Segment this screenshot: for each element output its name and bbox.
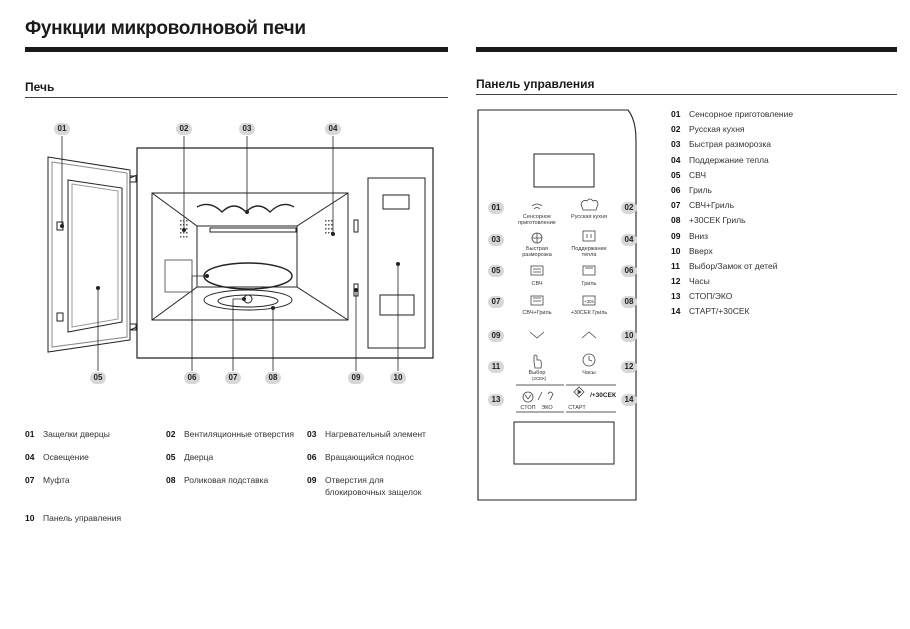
oven-section-rule xyxy=(25,97,448,98)
title-rule-right xyxy=(476,47,897,52)
panel-section-title: Панель управления xyxy=(476,77,595,91)
label-clock: Часы xyxy=(582,370,595,376)
oven-callout-07: 07 xyxy=(225,372,241,384)
label-keep-warm: Поддержание xyxy=(571,246,606,252)
panel-callout-12: 12 xyxy=(621,361,637,373)
panel-callout-07: 07 xyxy=(488,296,504,308)
title-rule-left xyxy=(25,47,448,52)
panel-callout-09: 09 xyxy=(488,330,504,342)
oven-callout-06: 06 xyxy=(184,372,200,384)
icon-30s: +30s xyxy=(584,299,595,304)
label-defrost-2: разморозка xyxy=(522,252,553,258)
label-defrost: Быстрая xyxy=(526,246,548,252)
label-select-3s: (3СЕК) xyxy=(532,376,547,381)
oven-section-title: Печь xyxy=(25,80,55,94)
label-sensor-cook: Сенсорное xyxy=(523,214,551,220)
oven-callout-09: 09 xyxy=(348,372,364,384)
oven-callout-01: 01 xyxy=(54,123,70,135)
oven-callout-03: 03 xyxy=(239,123,255,135)
panel-callout-01: 01 xyxy=(488,202,504,214)
label-microwave: СВЧ xyxy=(531,281,542,287)
panel-callout-10: 10 xyxy=(621,330,637,342)
panel-callout-04: 04 xyxy=(621,234,637,246)
label-russian-cuisine: Русская кухня xyxy=(571,214,607,220)
label-mw-grill: СВЧ+Гриль xyxy=(522,310,551,316)
oven-callout-02: 02 xyxy=(176,123,192,135)
label-start: СТАРТ xyxy=(568,405,586,411)
display-window xyxy=(533,153,595,188)
page-title: Функции микроволновой печи xyxy=(25,18,306,39)
panel-section-rule xyxy=(476,94,897,95)
label-sensor-cook-2: приготовление xyxy=(518,220,556,226)
oven-callout-05: 05 xyxy=(90,372,106,384)
door-window xyxy=(513,421,615,465)
oven-callout-04: 04 xyxy=(325,123,341,135)
label-keep-warm-2: тепла xyxy=(582,252,598,258)
panel-callout-14: 14 xyxy=(621,394,637,406)
icon-start-30s: /+30СЕК xyxy=(590,392,616,399)
label-stop: СТОП xyxy=(520,405,535,411)
control-panel-diagram: Сенсорное приготовление Русская кухня Бы… xyxy=(477,109,637,501)
label-30s-grill: +30СЕК Гриль xyxy=(571,310,608,316)
panel-callout-11: 11 xyxy=(488,361,504,373)
label-eco: ЭКО xyxy=(541,405,553,411)
panel-callout-03: 03 xyxy=(488,234,504,246)
panel-callout-06: 06 xyxy=(621,265,637,277)
label-grill: Гриль xyxy=(582,281,597,287)
oven-diagram xyxy=(47,136,434,371)
panel-callout-08: 08 xyxy=(621,296,637,308)
label-select: Выбор xyxy=(529,370,546,376)
panel-callout-02: 02 xyxy=(621,202,637,214)
legend-item: 08+30СЕК Гриль xyxy=(671,215,746,226)
panel-callout-13: 13 xyxy=(488,394,504,406)
oven-callout-08: 08 xyxy=(265,372,281,384)
oven-callout-10: 10 xyxy=(390,372,406,384)
panel-callout-05: 05 xyxy=(488,265,504,277)
